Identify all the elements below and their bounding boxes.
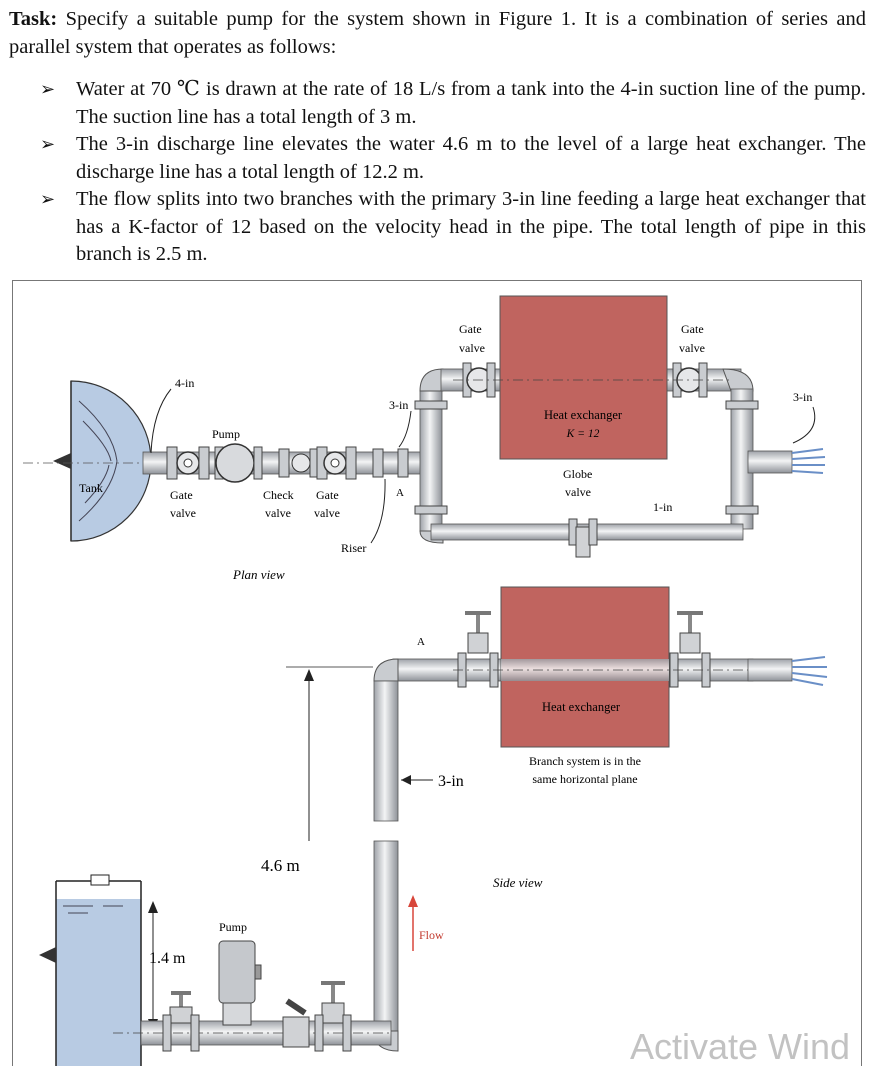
valve-label: Check [263, 488, 294, 502]
k-factor-label: K = 12 [566, 428, 600, 440]
task-label: Task: [9, 8, 58, 30]
valve-label: Gate [316, 488, 339, 502]
arrow-bullet-icon: ➢ [40, 189, 56, 209]
heat-exchanger-label: Heat exchanger [544, 408, 623, 422]
height-dimension-label: 4.6 m [261, 856, 300, 875]
valve-label: valve [679, 341, 705, 355]
gate-valve-icon [166, 446, 210, 480]
figure-1: Tank [12, 280, 862, 1066]
valve-label: valve [459, 341, 485, 355]
pipe-size-label: 4-in [175, 376, 194, 390]
valve-label: valve [565, 485, 591, 499]
branch-note: same horizontal plane [532, 772, 637, 786]
tank-side [56, 899, 141, 1066]
pump-icon [214, 443, 263, 483]
gate-valve-icon [314, 981, 352, 1052]
arrow-bullet-icon: ➢ [40, 79, 56, 99]
pipe-size-label: 1-in [653, 500, 672, 514]
check-valve-icon [282, 998, 310, 1048]
heat-exchanger-label: Heat exchanger [542, 700, 621, 714]
valve-label: Gate [681, 322, 704, 336]
windows-activation-watermark: Activate Wind [630, 1026, 851, 1067]
arrow-bullet-icon: ➢ [40, 134, 56, 154]
valve-label: Gate [459, 322, 482, 336]
pump-label: Pump [212, 427, 240, 441]
point-a-label: A [396, 487, 404, 499]
pipe-size-label: 3-in [389, 398, 408, 412]
valve-label: Globe [563, 467, 592, 481]
point-a-label: A [417, 636, 425, 648]
plan-view: Tank [23, 295, 826, 582]
condition-list: ➢Water at 70 ℃ is drawn at the rate of 1… [40, 76, 866, 269]
valve-label: valve [265, 506, 291, 520]
flow-label: Flow [419, 928, 444, 942]
valve-label: valve [170, 506, 196, 520]
tank-label: Tank [79, 481, 103, 495]
condition-item: ➢The 3-in discharge line elevates the wa… [40, 133, 866, 183]
heat-exchanger-plan [499, 295, 668, 460]
pump-label: Pump [219, 920, 247, 934]
condition-item: ➢The flow splits into two branches with … [40, 188, 866, 265]
gate-valve-icon [162, 991, 200, 1052]
branch-note: Branch system is in the [529, 754, 641, 768]
globe-valve-icon [568, 518, 598, 558]
check-valve-icon [278, 448, 321, 478]
side-view: Heat exchanger Branch system is in the s… [39, 586, 828, 1066]
pipe-size-label: 3-in [438, 773, 464, 790]
pump-icon [218, 940, 262, 1026]
valve-label: Gate [170, 488, 193, 502]
task-paragraph: Task: Specify a suitable pump for the sy… [9, 6, 866, 61]
condition-item: ➢Water at 70 ℃ is drawn at the rate of 1… [40, 78, 866, 128]
task-intro: Specify a suitable pump for the system s… [9, 8, 866, 58]
riser-label: Riser [341, 541, 366, 555]
valve-label: valve [314, 506, 340, 520]
water-level-label: 1.4 m [149, 950, 186, 967]
gate-valve-icon [316, 446, 357, 480]
pipe-size-label: 3-in [793, 390, 812, 404]
plan-view-caption: Plan view [232, 567, 285, 582]
side-view-caption: Side view [493, 875, 543, 890]
